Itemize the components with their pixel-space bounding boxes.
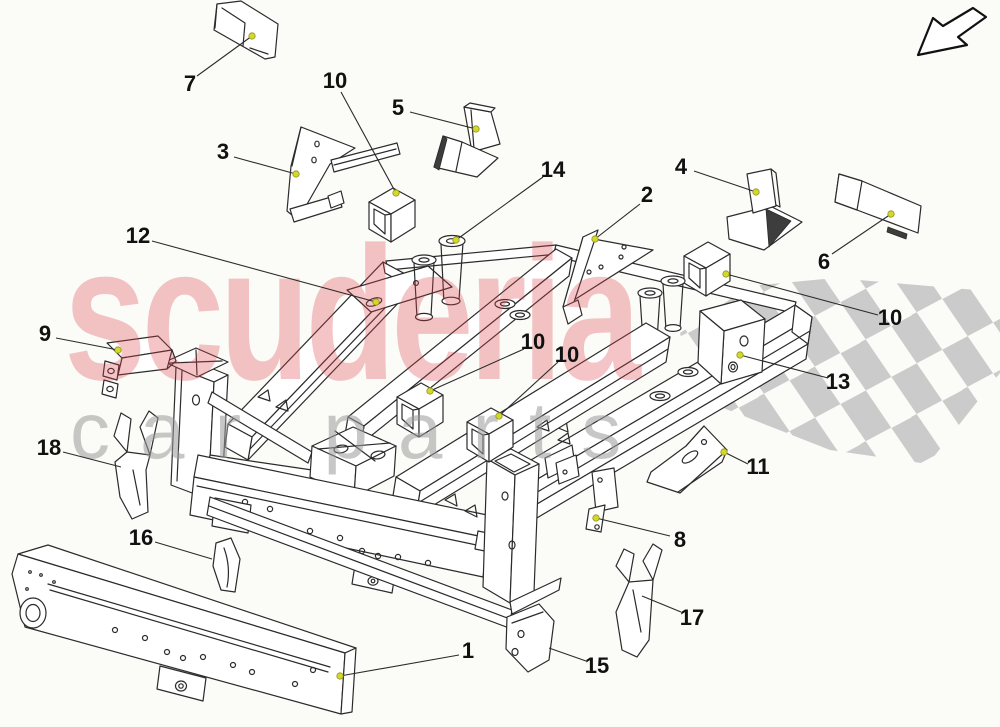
center-x-brace-bracket: [309, 426, 397, 498]
upper-bracket-7: [213, 0, 279, 60]
part-marker-14: [452, 236, 460, 244]
fork-support-18: [113, 410, 159, 520]
flat-bracket-11: [646, 425, 728, 494]
leader-line-12: [151, 240, 377, 303]
gusset-bracket-3: [286, 126, 401, 223]
callout-label-4: 4: [674, 154, 688, 179]
watermark-title: scuderia: [64, 208, 641, 420]
leader-line-5: [409, 111, 477, 130]
part-marker-10: [392, 189, 400, 197]
leader-line-14: [455, 176, 544, 241]
callout-label-17: 17: [679, 605, 705, 630]
part-marker-4: [752, 188, 760, 196]
leader-line-6: [831, 213, 892, 255]
part-marker-1: [336, 672, 344, 680]
callout-label-10: 10: [520, 329, 546, 354]
callout-label-5: 5: [391, 95, 405, 120]
part-marker-12: [372, 298, 380, 306]
leader-line-1: [339, 654, 460, 677]
fork-support-17: [615, 543, 663, 658]
leader-line-10: [725, 273, 879, 316]
part-marker-10: [495, 412, 503, 420]
part-marker-10: [426, 387, 434, 395]
end-plate-15: [505, 603, 555, 673]
callout-label-18: 18: [36, 435, 62, 460]
spacer-cube-rear: [683, 241, 731, 297]
part-marker-5: [472, 125, 480, 133]
triangular-gusset-plate: [562, 229, 654, 325]
callout-label-15: 15: [584, 653, 610, 678]
watermark-subtitle: car parts: [70, 386, 652, 475]
part-marker-6: [887, 210, 895, 218]
leader-line-16: [154, 541, 213, 560]
callout-label-10: 10: [877, 305, 903, 330]
leader-line-2: [594, 203, 641, 240]
callout-label-6: 6: [817, 249, 831, 274]
part-marker-2: [591, 235, 599, 243]
right-corner-post: [482, 448, 562, 615]
callout-label-1: 1: [461, 638, 475, 663]
leader-line-18: [62, 451, 122, 468]
leader-line-9: [55, 337, 119, 351]
leader-line-17: [641, 595, 682, 613]
part-marker-3: [292, 170, 300, 178]
leader-line-4: [693, 170, 757, 193]
deflector-sheet-6: [834, 173, 922, 240]
callout-label-16: 16: [128, 525, 154, 550]
part-marker-11: [720, 448, 728, 456]
callout-label-10: 10: [554, 342, 580, 367]
front-bumper-beam: [11, 544, 357, 715]
part-marker-9: [114, 346, 122, 354]
callout-label-12: 12: [125, 223, 151, 248]
leader-line-7: [196, 35, 253, 77]
callout-label-2: 2: [640, 182, 654, 207]
part-marker-7: [248, 32, 256, 40]
part-marker-13: [736, 351, 744, 359]
callout-label-8: 8: [673, 527, 687, 552]
bracket-5: [433, 102, 501, 178]
leader-line-10: [340, 91, 397, 194]
leader-line-8: [595, 517, 671, 537]
leader-line-3: [233, 156, 297, 175]
leader-line-15: [548, 647, 587, 662]
callout-label-10: 10: [322, 68, 348, 93]
bracket-4: [726, 168, 803, 251]
callout-label-14: 14: [540, 157, 566, 182]
engine-mount-bracket: [697, 299, 766, 385]
part-marker-10: [722, 270, 730, 278]
callout-label-9: 9: [38, 321, 52, 346]
callout-label-13: 13: [825, 369, 851, 394]
leader-line-13: [739, 354, 829, 379]
callout-label-3: 3: [216, 139, 230, 164]
part-marker-8: [592, 514, 600, 522]
callout-label-7: 7: [183, 71, 197, 96]
leader-line-11: [723, 451, 749, 465]
callout-label-11: 11: [746, 454, 770, 479]
spacer-cube-top: [368, 187, 416, 243]
leader-line-10: [498, 361, 559, 417]
side-bracket-9: [101, 335, 177, 399]
wedge-bracket-16: [212, 537, 241, 593]
leader-line-10: [429, 348, 525, 392]
direction-arrow-icon: [916, 6, 988, 57]
